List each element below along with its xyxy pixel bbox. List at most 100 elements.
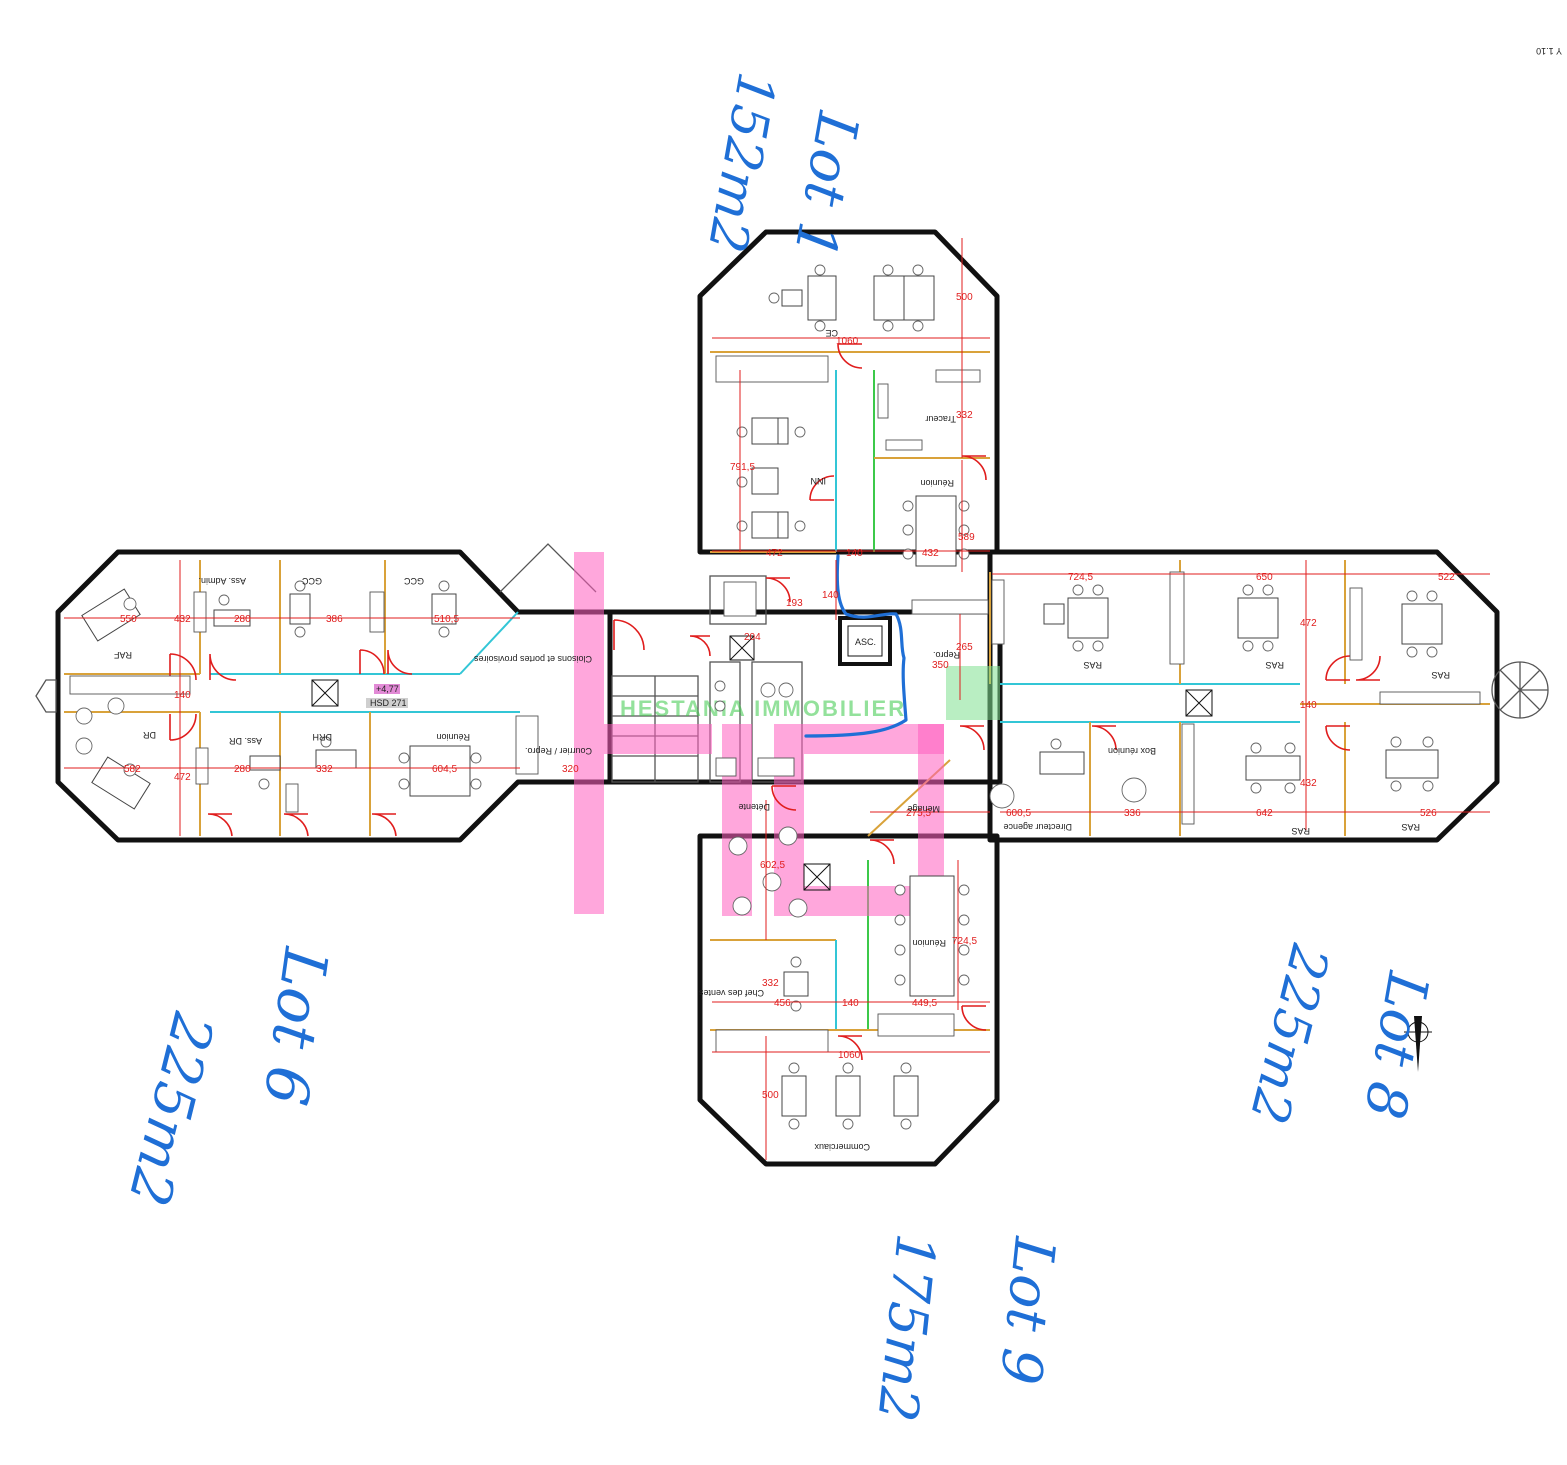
room-label: INN: [811, 476, 827, 486]
room-label: RAS: [1431, 670, 1450, 680]
room-label: RAS: [1291, 826, 1310, 836]
east-wing-wall: [987, 549, 1500, 843]
room-label: DRH: [313, 732, 333, 742]
cabinet-row: [69, 355, 1481, 1053]
level-tag: +4,77 HSD 271: [366, 684, 408, 708]
dim-label: 472: [1300, 618, 1317, 629]
dim-label: 724,5: [1068, 572, 1093, 583]
room-label: Réunion: [436, 732, 470, 742]
dim-label: 350: [932, 660, 949, 671]
dim-label: 472: [174, 772, 191, 783]
dim-label: 500: [762, 1090, 779, 1101]
dim-label: 449,5: [912, 998, 937, 1009]
room-label: Box réunion: [1108, 746, 1156, 756]
desk-cluster: [989, 571, 1443, 825]
dim-label: 386: [326, 614, 343, 625]
dim-label: 582: [124, 764, 141, 775]
desk-cluster: [768, 264, 837, 332]
room-label: Cloisons et portes provisoires: [473, 654, 592, 664]
room-labels: CE Traceur Réunion INN GCC GCC Ass. Admi…: [113, 328, 1450, 1152]
south-wing-wall: [697, 833, 1000, 1167]
room-label: Traceur: [925, 414, 956, 424]
dim-label: 456: [774, 998, 791, 1009]
room-label: DR: [143, 730, 156, 740]
plotter: [885, 439, 923, 451]
meeting-table: [894, 875, 970, 997]
dim-label: 791,5: [730, 462, 755, 473]
doors: [169, 343, 1381, 1061]
plotter: [877, 383, 889, 419]
level-badge: +4,77: [376, 684, 399, 694]
meeting-table: [902, 495, 970, 567]
restroom-fixtures: [714, 581, 795, 777]
west-entrance: [35, 679, 57, 713]
shafts: [311, 635, 1213, 891]
room-label: RAF: [113, 650, 132, 660]
note-east-lot: Lot 8: [1351, 967, 1441, 1124]
dim-label: 550: [120, 614, 137, 625]
dim-label: 332: [956, 410, 973, 421]
dim-label: 522: [1438, 572, 1455, 583]
dim-label: 280: [234, 614, 251, 625]
room-label: GCC: [404, 576, 425, 586]
ink-trace: [804, 554, 908, 738]
room-label: RAS: [1401, 822, 1420, 832]
desk-cluster: [783, 956, 809, 1012]
room-label: Directeur agence: [1003, 822, 1072, 832]
dim-label: 204: [744, 632, 761, 643]
watermark: HESTANIA IMMOBILIER: [620, 696, 906, 721]
dim-label: 724,5: [952, 936, 977, 947]
room-label: Courrier / Repro.: [525, 746, 592, 756]
room-label: Ménage: [907, 804, 940, 814]
dim-label: 432: [1300, 778, 1317, 789]
dim-label: 602,5: [760, 860, 785, 871]
note-south-lot: Lot 9: [987, 1234, 1067, 1388]
furniture: [69, 264, 1481, 1130]
room-label: CE: [825, 328, 838, 338]
lounge-chairs: [728, 826, 808, 918]
dim-label: 432: [174, 614, 191, 625]
interior-partitions: [64, 351, 1490, 1031]
dim-label: 332: [316, 764, 333, 775]
lift-label: ASC.: [855, 637, 876, 647]
level-code: HSD 271: [370, 698, 407, 708]
dim-label: 275,5: [906, 808, 931, 819]
room-label: RAS: [1083, 660, 1102, 670]
room-label: RAS: [1265, 660, 1284, 670]
dim-label: 140: [1300, 700, 1317, 711]
dimension-lines: [64, 238, 1490, 1160]
dimension-labels: 500 1060 332 791,5 472 140 432 589 193 1…: [120, 292, 1455, 1101]
desk-cluster: [75, 580, 482, 813]
desk-cluster: [736, 417, 806, 539]
dim-label: 1060: [836, 336, 859, 347]
dim-label: 140: [846, 548, 863, 559]
room-label: Ass. DR: [228, 736, 262, 746]
north-wing-wall: [697, 229, 1000, 555]
lift: ASC.: [838, 616, 892, 666]
note-east-area: 225m2: [1237, 938, 1339, 1130]
dim-label: 600,5: [1006, 808, 1031, 819]
desk-cluster: [873, 264, 935, 332]
north-arrow-icon: [1404, 1016, 1432, 1072]
room-label: Réunion: [912, 938, 946, 948]
note-north-lot: Lot 1: [781, 107, 871, 264]
dim-label: 472: [766, 548, 783, 559]
dim-label: 642: [1256, 808, 1273, 819]
room-label: Repro.: [933, 650, 960, 660]
dim-label: 140: [174, 690, 191, 701]
dim-label: 432: [922, 548, 939, 559]
room-label: Chef des ventes: [698, 988, 764, 998]
note-west-lot: Lot 6: [249, 943, 340, 1110]
room-label: Commerciaux: [814, 1142, 870, 1152]
dim-label: 336: [1124, 808, 1141, 819]
dim-label: 265: [956, 642, 973, 653]
dim-label: 140: [822, 590, 839, 601]
shelf: [935, 369, 981, 383]
dim-label: 526: [1420, 808, 1437, 819]
corner-note: Y 1.10: [1536, 46, 1562, 56]
dim-label: 500: [956, 292, 973, 303]
dim-label: 320: [562, 764, 579, 775]
note-south-area: 175m2: [865, 1231, 947, 1425]
desk-cluster: [781, 1062, 919, 1130]
